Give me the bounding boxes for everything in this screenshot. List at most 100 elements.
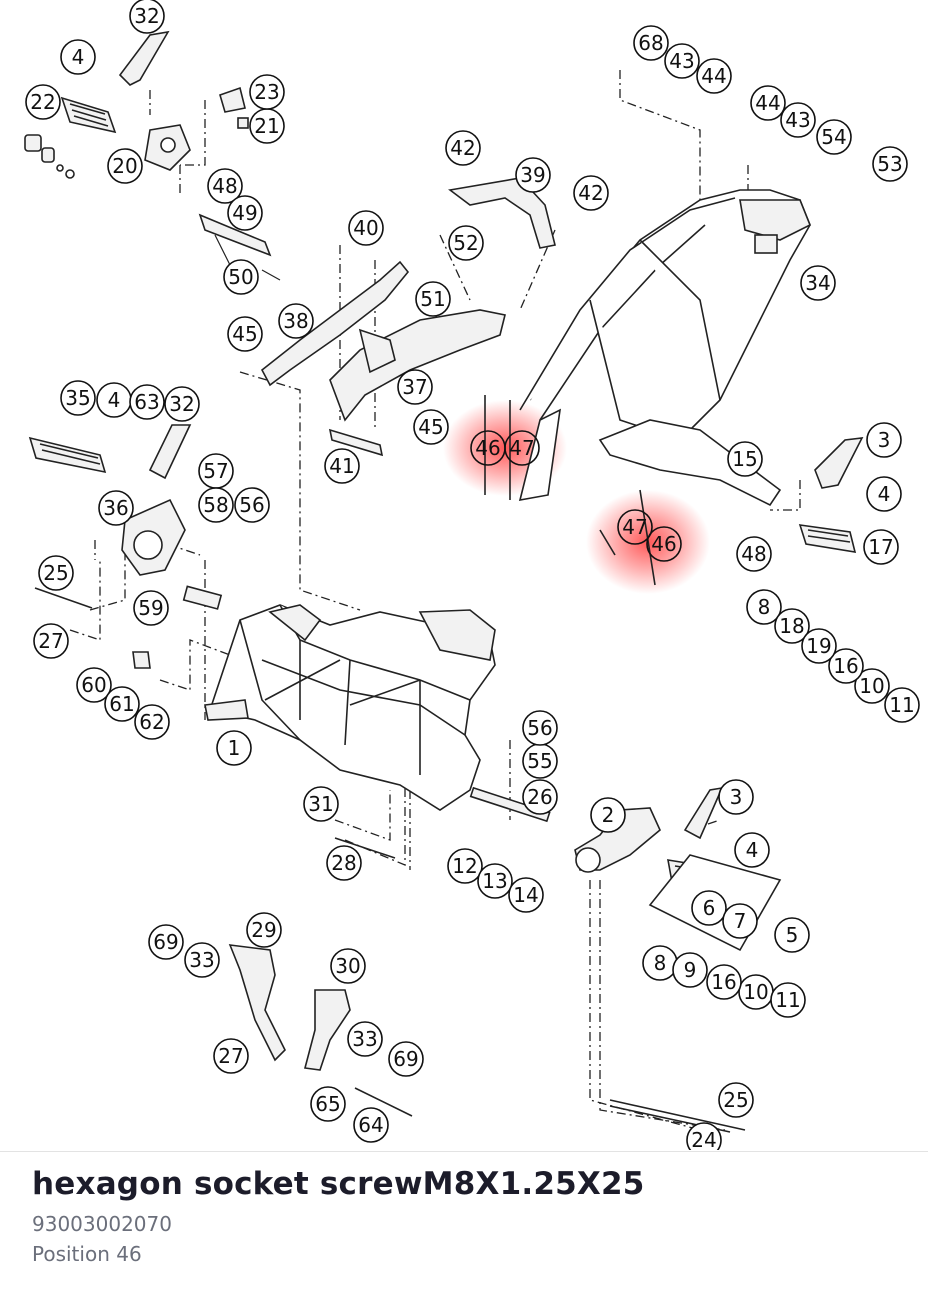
callout-label-69: 69 — [153, 930, 178, 954]
callout-label-9: 9 — [684, 958, 697, 982]
callout-label-18: 18 — [779, 614, 804, 638]
callout-circle-44 — [750, 85, 786, 121]
callout-label-11: 11 — [775, 988, 800, 1012]
callout-circle-52 — [448, 225, 484, 261]
callout-label-27: 27 — [218, 1044, 243, 1068]
callout-label-41: 41 — [329, 454, 354, 478]
callout-label-3: 3 — [730, 785, 743, 809]
callout-label-62: 62 — [139, 710, 164, 734]
callout-circle-61 — [104, 686, 140, 722]
callout-label-45: 45 — [418, 415, 443, 439]
callout-label-55: 55 — [527, 749, 552, 773]
callout-label-37: 37 — [402, 375, 427, 399]
callout-circle-33 — [184, 942, 220, 978]
callout-label-46: 46 — [475, 436, 500, 460]
part-drawings — [24, 30, 864, 1133]
callout-circle-64 — [353, 1107, 389, 1143]
callout-circle-3 — [718, 779, 754, 815]
callout-circle-47 — [617, 509, 653, 545]
callout-circle-16 — [706, 964, 742, 1000]
callout-label-61: 61 — [109, 692, 134, 716]
callout-label-54: 54 — [821, 125, 846, 149]
callout-circle-43 — [664, 43, 700, 79]
callout-label-69: 69 — [393, 1047, 418, 1071]
callout-circle-2 — [590, 797, 626, 833]
callout-label-44: 44 — [755, 91, 780, 115]
callout-label-33: 33 — [189, 948, 214, 972]
callout-label-42: 42 — [450, 136, 475, 160]
callout-circle-14 — [508, 877, 544, 913]
callout-circle-25 — [38, 555, 74, 591]
callout-label-40: 40 — [353, 216, 378, 240]
callout-label-57: 57 — [203, 459, 228, 483]
callout-circle-18 — [774, 608, 810, 644]
callout-label-56: 56 — [527, 716, 552, 740]
callout-circle-8 — [746, 589, 782, 625]
callout-circle-27 — [33, 623, 69, 659]
callout-circle-37 — [397, 369, 433, 405]
callout-label-26: 26 — [527, 785, 552, 809]
callout-circle-65 — [310, 1086, 346, 1122]
callout-label-27: 27 — [38, 629, 63, 653]
callout-circle-58 — [198, 487, 234, 523]
part-position: Position 46 — [32, 1242, 142, 1266]
callout-label-16: 16 — [711, 970, 736, 994]
callout-circle-7 — [722, 903, 758, 939]
callout-circle-45 — [413, 409, 449, 445]
callout-label-20: 20 — [112, 154, 137, 178]
callout-circle-45 — [227, 316, 263, 352]
callout-circle-32 — [129, 0, 165, 34]
callout-circle-33 — [347, 1021, 383, 1057]
callout-circle-11 — [770, 982, 806, 1018]
callout-label-53: 53 — [877, 152, 902, 176]
callout-circle-19 — [801, 628, 837, 664]
callout-circle-26 — [522, 779, 558, 815]
callout-label-49: 49 — [232, 201, 257, 225]
callout-label-45: 45 — [232, 322, 257, 346]
callout-label-10: 10 — [743, 980, 768, 1004]
callout-label-44: 44 — [701, 64, 726, 88]
callout-circle-43 — [780, 102, 816, 138]
callout-label-28: 28 — [331, 851, 356, 875]
callout-circle-20 — [107, 148, 143, 184]
callout-circle-22 — [25, 84, 61, 120]
callout-label-63: 63 — [134, 390, 159, 414]
callout-label-47: 47 — [509, 436, 534, 460]
callout-label-39: 39 — [520, 163, 545, 187]
callout-label-48: 48 — [212, 174, 237, 198]
callout-circle-42 — [445, 130, 481, 166]
callout-circle-24 — [686, 1122, 722, 1150]
callout-label-8: 8 — [758, 595, 771, 619]
callout-circle-49 — [227, 195, 263, 231]
callout-circle-25 — [718, 1082, 754, 1118]
callout-circle-41 — [324, 448, 360, 484]
callout-label-68: 68 — [638, 31, 663, 55]
callout-circle-15 — [727, 441, 763, 477]
callout-label-11: 11 — [889, 693, 914, 717]
callout-label-4: 4 — [108, 388, 121, 412]
callout-label-23: 23 — [254, 80, 279, 104]
callout-label-38: 38 — [283, 309, 308, 333]
part-name: hexagon socket screwM8X1.25X25 — [32, 1166, 645, 1202]
callout-circle-42 — [573, 175, 609, 211]
parts-diagram: 1233444456788910101111121314151616171819… — [24, 0, 920, 1150]
callout-label-4: 4 — [746, 838, 759, 862]
callout-label-31: 31 — [308, 792, 333, 816]
callout-label-34: 34 — [805, 271, 830, 295]
callout-label-43: 43 — [669, 49, 694, 73]
callout-circle-46 — [646, 526, 682, 562]
callout-circle-47 — [504, 430, 540, 466]
callout-circle-48 — [736, 536, 772, 572]
callout-circle-23 — [249, 74, 285, 110]
callout-label-25: 25 — [43, 561, 68, 585]
callout-label-8: 8 — [654, 951, 667, 975]
callout-label-12: 12 — [452, 854, 477, 878]
callout-label-29: 29 — [251, 918, 276, 942]
callout-label-7: 7 — [734, 909, 747, 933]
callout-circle-32 — [164, 386, 200, 422]
callout-label-21: 21 — [254, 114, 279, 138]
callout-label-14: 14 — [513, 883, 538, 907]
callout-label-6: 6 — [703, 896, 716, 920]
callout-label-32: 32 — [169, 392, 194, 416]
callout-label-32: 32 — [134, 4, 159, 28]
